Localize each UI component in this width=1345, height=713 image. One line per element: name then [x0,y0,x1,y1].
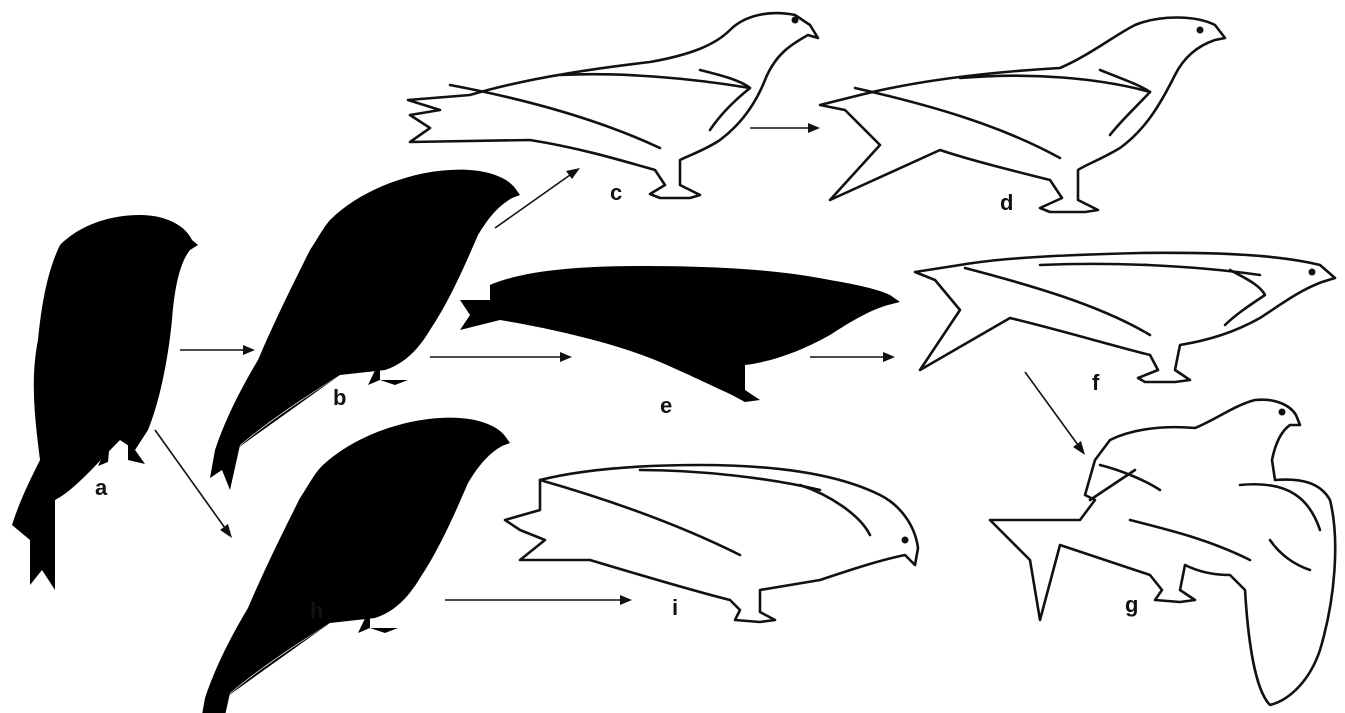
label-c: c [610,180,622,205]
horizontal-bird-head-down-icon [505,465,918,622]
bird-taking-off-icon [990,400,1335,705]
label-e: e [660,393,672,418]
arrow-a-to-b [180,345,255,355]
arrow-b-to-e [430,352,572,362]
label-a: a [95,475,108,500]
label-h: h [310,598,323,623]
horizontal-bird-tail-forked-icon [915,253,1335,382]
arrow-e-to-f [810,352,895,362]
label-f: f [1092,370,1100,395]
arrow-h-to-i [445,595,632,605]
arrow-c-to-d [750,123,820,133]
perched-leaning-bird-head-down-icon [200,418,510,713]
horizontal-bird-icon [460,266,900,402]
label-g: g [1125,592,1138,617]
crouched-bird-tail-forked-icon [820,18,1225,213]
perched-upright-bird-icon [12,215,198,590]
label-i: i [672,595,678,620]
label-d: d [1000,190,1013,215]
arrow-f-to-g [1025,372,1085,455]
label-b: b [333,385,346,410]
